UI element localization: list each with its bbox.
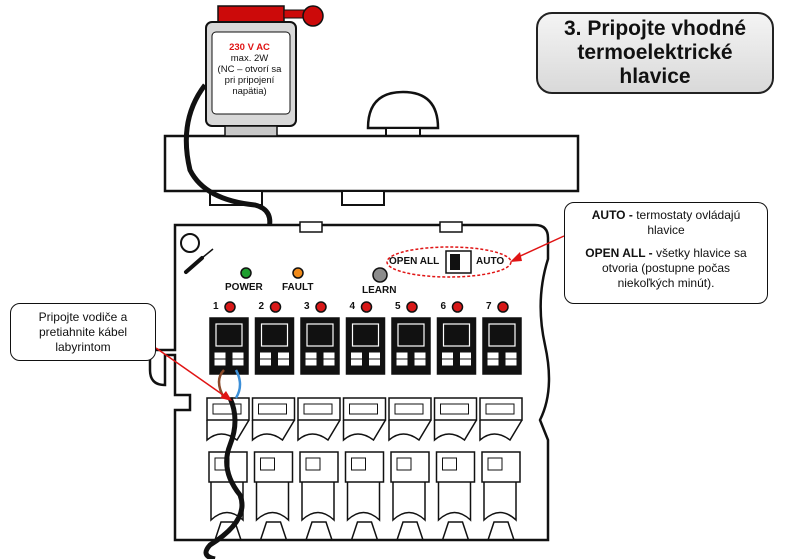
- fault-label: FAULT: [282, 282, 314, 293]
- strain-relief-slot: [303, 403, 333, 415]
- cable-guide: [210, 482, 244, 522]
- cable-labyrinth: [203, 396, 245, 559]
- wire-arrow-head: [220, 391, 232, 401]
- cable-clamp-slot: [487, 457, 503, 471]
- strain-relief-slot: [258, 403, 287, 415]
- strain-relief-slot: [485, 403, 515, 415]
- actuator-voltage: 230 V AC: [229, 42, 270, 53]
- switch-arrow-head: [510, 252, 522, 262]
- learn-label: LEARN: [362, 285, 397, 296]
- wire-arrow: [155, 347, 227, 398]
- actuator-note: (NC – otvorí sa pri pripojení napätia): [217, 64, 282, 97]
- labyrinth-curve: [206, 419, 250, 442]
- strain-relief-slot: [349, 403, 378, 415]
- valve-assembly: [163, 90, 580, 206]
- connector-release: [260, 323, 289, 347]
- cable-clamp-slot: [305, 457, 321, 471]
- channel-number: 1: [213, 301, 219, 312]
- auto-bold: AUTO -: [591, 208, 633, 222]
- cable-outlet: [305, 521, 333, 541]
- cable-guide: [437, 482, 472, 522]
- cable-outlet: [441, 521, 470, 541]
- connector-release: [442, 323, 471, 347]
- open-all-label: OPEN ALL: [389, 256, 440, 267]
- channel-number: 6: [440, 301, 447, 312]
- channel-led: [269, 301, 282, 313]
- blue-wire: [234, 369, 242, 399]
- cable-guide: [301, 482, 335, 522]
- actuator-power: max. 2W: [230, 53, 269, 64]
- channel-led: [406, 301, 418, 313]
- channel-number: 3: [304, 301, 310, 312]
- actuator-cable: [183, 83, 273, 233]
- cable-clamp-slot: [351, 457, 366, 471]
- screwdriver-icon: [184, 248, 214, 274]
- cable-guide: [346, 482, 381, 522]
- labyrinth-curve: [433, 419, 478, 442]
- labyrinth-curve: [388, 419, 432, 442]
- actuator-label: 230 V AC max. 2W (NC – otvorí sa pri pri…: [211, 42, 288, 97]
- labyrinth-curve: [297, 419, 341, 442]
- channel-led: [224, 301, 236, 313]
- connector-row: [209, 317, 522, 375]
- cable-clamp-slot: [260, 457, 275, 471]
- cable-guide: [483, 482, 517, 522]
- fault-led: [292, 267, 304, 279]
- channel-leds: [224, 301, 509, 313]
- wiring-centre-housing: [148, 221, 551, 542]
- connector-release: [215, 323, 243, 347]
- strain-relief-slot: [394, 403, 424, 415]
- labyrinth-curve: [479, 419, 523, 442]
- learn-button[interactable]: [372, 267, 388, 283]
- cable-outlet: [487, 521, 515, 541]
- connector-release: [488, 323, 516, 347]
- cable-outlet: [396, 521, 424, 541]
- cable-clamp-slot: [396, 457, 412, 471]
- cable-outlet: [259, 521, 288, 541]
- step-title: 3. Pripojte vhodné termoelektrické hlavi…: [536, 12, 774, 94]
- channel-led: [451, 301, 464, 313]
- open-all-bold: OPEN ALL -: [585, 246, 653, 260]
- wire-callout: Pripojte vodiče a pretiahnite kábel laby…: [10, 303, 156, 361]
- power-led: [240, 267, 252, 279]
- cable-clamp-slot: [442, 457, 457, 471]
- channel-number: 5: [395, 301, 401, 312]
- connector-release: [306, 323, 334, 347]
- cable-guide: [255, 482, 290, 522]
- channel-number: 4: [349, 301, 356, 312]
- switch-highlight: [386, 246, 512, 278]
- channel-led: [497, 301, 509, 313]
- channel-led: [315, 301, 327, 313]
- auto-desc: termostaty ovládajú hlavice: [636, 208, 741, 237]
- channel-number: 7: [486, 301, 492, 312]
- switch-callout: AUTO - termostaty ovládajú hlavice OPEN …: [564, 202, 768, 304]
- open-all-desc: všetky hlavice sa otvoria (postupne poča…: [601, 246, 747, 290]
- labyrinth-curve: [251, 419, 296, 442]
- strain-relief-slot: [440, 403, 469, 415]
- power-label: POWER: [225, 282, 263, 293]
- connector-release: [397, 323, 425, 347]
- cable-outlet: [214, 521, 242, 541]
- cable-guide: [392, 482, 426, 522]
- auto-label: AUTO: [476, 256, 505, 267]
- cable-outlet: [350, 521, 379, 541]
- switch-arrow: [515, 235, 565, 259]
- channel-led: [360, 301, 373, 313]
- channel-number: 2: [258, 301, 265, 312]
- connector-release: [351, 323, 380, 347]
- thermo-actuator: [205, 5, 324, 137]
- strain-relief-slot: [212, 403, 242, 415]
- labyrinth-curve: [342, 419, 387, 442]
- mode-switch[interactable]: [445, 250, 472, 274]
